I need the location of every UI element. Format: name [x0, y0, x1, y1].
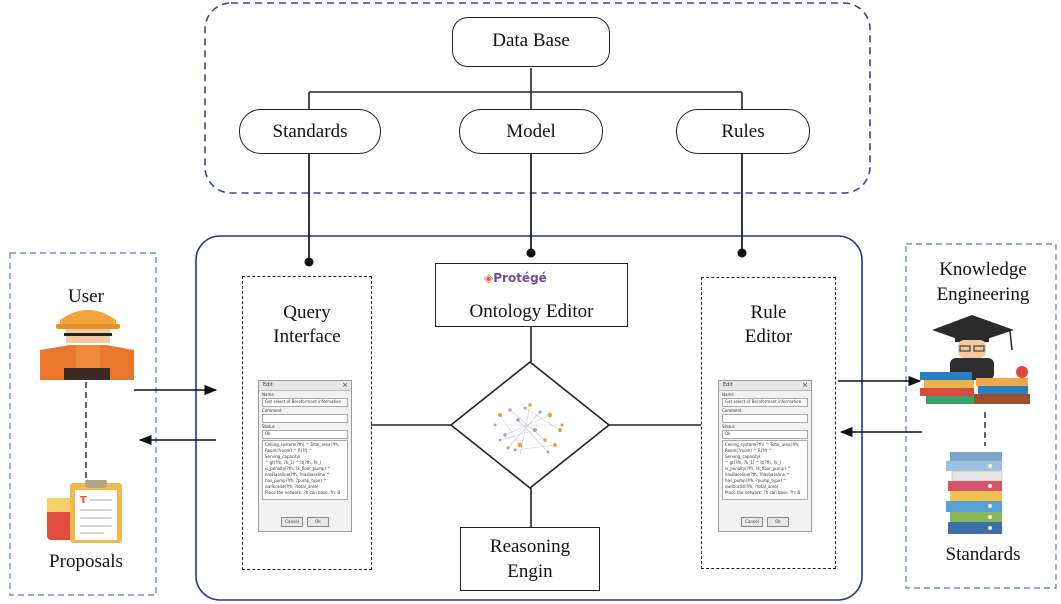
protege-logo: ◈Protégé: [484, 271, 547, 285]
network-graph-icon: [493, 403, 564, 456]
standards-label: Standards: [945, 544, 1021, 565]
window-comment-field: [262, 414, 348, 423]
link-dot-ontology: [526, 248, 536, 258]
window-rule-line: Ceiling_system(?fh) ^ Total_area(?fh,: [725, 442, 800, 447]
close-icon: ×: [342, 381, 348, 389]
link-dot-rule: [737, 248, 747, 258]
protege-logo-mark: ◈: [484, 271, 494, 285]
window-rule-line: has_pump(?fh, ?pump_type) ^: [265, 478, 327, 483]
window-rule-line: Ceiling_system(?fh) ^ Total_area(?fh,: [265, 442, 340, 447]
user-icon: [40, 310, 134, 380]
window-titlebar: Edit ×: [719, 381, 811, 391]
window-status-field: Ok: [262, 430, 348, 439]
standards-node: [239, 109, 381, 154]
window-rule-line: hasBaseline(?fh, ?hasbaseline ^: [265, 472, 330, 477]
link-dot-query: [304, 257, 314, 267]
ok-button: Ok: [307, 517, 329, 527]
window-rule-body: Ceiling_system(?fh) ^ Total_area(?fh, Ro…: [262, 440, 348, 500]
knowledge-engineering-label-2: Engineering: [936, 284, 1030, 305]
proposals-label: Proposals: [49, 551, 123, 572]
rule-window-screenshot: Edit × Name Get select of Beroformant inf…: [718, 380, 812, 532]
window-name-label: Name: [262, 392, 274, 397]
protege-logo-text: Protégé: [493, 271, 547, 285]
cancel-button: Cancel: [741, 517, 763, 527]
database-title: Data Base: [492, 30, 570, 51]
window-titlebar: Edit ×: [259, 381, 351, 391]
rule-editor-label-2: Editor: [744, 326, 793, 347]
window-rule-body: Ceiling_system(?fh) ^ Total_area(?fh, Ro…: [722, 440, 808, 500]
window-comment-label: Comment: [722, 408, 742, 413]
left-panel: [9, 252, 157, 596]
window-title: Edit: [263, 382, 273, 388]
knowledge-engineering-label-1: Knowledge: [939, 259, 1027, 280]
right-panel: [905, 243, 1057, 589]
system-container: [195, 235, 863, 601]
proposals-icon: T: [47, 480, 122, 543]
window-rule-line: swrlb:add(?fh, ?total_area): [725, 484, 779, 489]
window-status-label: Status: [262, 424, 275, 429]
window-name-field: Get select of Beroformant information: [262, 398, 348, 407]
knowledge-engineering-icon: [920, 315, 1030, 404]
window-buttons: Cancel Ok: [259, 517, 351, 527]
window-rule-line: is_penalty(?fh, ?k_floor_pump) ^: [265, 466, 331, 471]
window-rule-line: Place the network: ?h can base. ?h: B: [265, 490, 341, 495]
query-interface-label-1: Query: [283, 302, 331, 323]
model-node-label: Model: [506, 121, 556, 142]
rules-node: [676, 109, 810, 154]
close-icon: ×: [802, 381, 808, 389]
ontology-editor-box: [435, 263, 628, 327]
window-name-label: Name: [722, 392, 734, 397]
window-name-field: Get select of Beroformant information: [722, 398, 808, 407]
standards-binders-icon: [946, 452, 1003, 534]
window-status-label: Status: [722, 424, 735, 429]
ok-button: Ok: [767, 517, 789, 527]
window-rule-line: hasBaseline(?fh, ?hasbaseline ^: [725, 472, 790, 477]
window-rule-line: swrlb:add(?fh, ?total_area): [265, 484, 319, 489]
reasoning-engine-label-2: Engin: [507, 561, 553, 582]
window-title: Edit: [723, 382, 733, 388]
database-container: [204, 2, 871, 194]
rule-editor-box: [701, 277, 836, 569]
rules-node-label: Rules: [721, 121, 765, 142]
database-to-system-links: [308, 153, 743, 262]
model-node: [459, 109, 603, 154]
reasoning-engine-box: [460, 527, 600, 591]
window-rule-line: is_penalty(?fh, ?k_floor_pump) ^: [725, 466, 791, 471]
query-interface-label-2: Interface: [273, 326, 341, 347]
standards-node-label: Standards: [272, 121, 348, 142]
query-window-screenshot: Edit × Name Get select of Beroformant inf…: [258, 380, 352, 532]
database-node: [452, 17, 610, 67]
window-rule-line: ^ gt(?fh, ?k_1) ^ lt(?fh, ?k_): [265, 460, 322, 465]
database-tree-lines: [308, 68, 743, 110]
window-rule-line: Room(?room) ^ R(?f) ^ Serving_capacity(: [265, 448, 312, 459]
window-rule-line: ^ gt(?fh, ?k_1) ^ lt(?fh, ?k_): [725, 460, 782, 465]
window-comment-label: Comment: [262, 408, 282, 413]
window-rule-line: Room(?room) ^ R(?f) ^ Serving_capacity(: [725, 448, 772, 459]
window-rule-line: Place the network: ?h can base. ?h: B: [725, 490, 801, 495]
reasoning-engine-label-1: Reasoning: [489, 536, 571, 557]
svg-text:T: T: [80, 495, 87, 506]
ontology-editor-label: Ontology Editor: [469, 301, 594, 322]
window-rule-line: has_pump(?fh, ?pump_type) ^: [725, 478, 787, 483]
cancel-button: Cancel: [281, 517, 303, 527]
query-interface-box: [242, 276, 372, 570]
user-label: User: [68, 286, 104, 307]
window-comment-field: [722, 414, 808, 423]
rule-editor-label-1: Rule: [750, 302, 787, 323]
window-status-field: Ok: [722, 430, 808, 439]
window-buttons: Cancel Ok: [719, 517, 811, 527]
hub-connectors: [371, 327, 701, 527]
